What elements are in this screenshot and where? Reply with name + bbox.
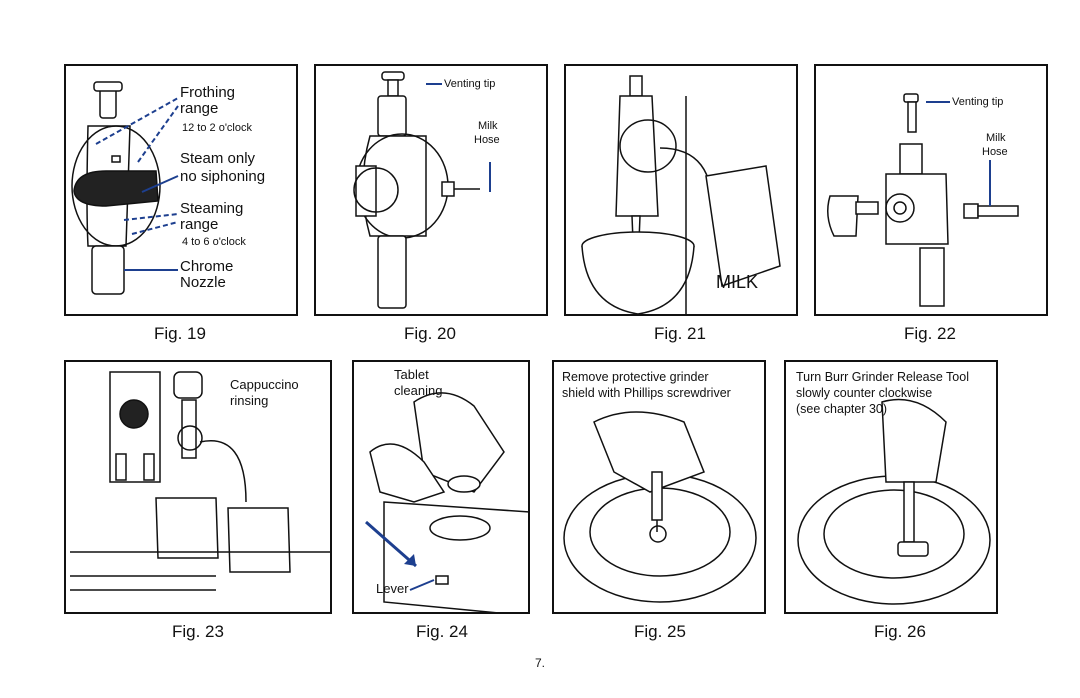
lever-label: Lever (376, 581, 409, 596)
instruction-line-3: (see chapter 30) (796, 402, 888, 416)
figure-20-caption: Fig. 20 (404, 324, 456, 343)
cleaning-label: cleaning (394, 383, 443, 398)
figure-19-panel: Frothing range 12 to 2 o'clock Steam onl… (64, 64, 298, 316)
figure-26-panel: Turn Burr Grinder Release Tool slowly co… (784, 360, 998, 614)
hose-label: Hose (474, 134, 500, 146)
figure-23-panel: Cappuccino rinsing (64, 360, 332, 614)
figure-25-panel: Remove protective grinder shield with Ph… (552, 360, 766, 614)
figure-21-panel: MILK (564, 64, 798, 316)
cappuccino-label: Cappuccino (230, 377, 299, 392)
rinsing-label: rinsing (230, 393, 269, 408)
instruction-line-1: Remove protective grinder (562, 370, 709, 384)
figure-22-panel: Venting tip Milk Hose (814, 64, 1048, 316)
figure-20-panel: Venting tip Milk Hose (314, 64, 548, 316)
nozzle-label: Nozzle (180, 274, 226, 291)
hose-label: Hose (982, 146, 1008, 158)
figure-21-caption: Fig. 21 (654, 324, 706, 343)
steaming-clock-label: 4 to 6 o'clock (182, 236, 246, 248)
frothing-into-cup-illustration (581, 75, 781, 314)
burr-grinder-release-tool-illustration (797, 398, 991, 605)
steam-only-label: Steam only (180, 150, 256, 167)
frothing-clock-label: 12 to 2 o'clock (182, 122, 252, 134)
milk-carton-label: MILK (716, 272, 759, 292)
figure-25-caption: Fig. 25 (634, 622, 686, 641)
milk-label: Milk (478, 120, 498, 132)
cappuccino-rinsing-illustration (70, 371, 330, 591)
tablet-cleaning-illustration (365, 392, 528, 612)
figure-19-caption: Fig. 19 (154, 324, 206, 343)
figure-26-caption: Fig. 26 (874, 622, 926, 641)
remove-grinder-shield-illustration (563, 411, 757, 603)
steaming-range-label: range (180, 216, 219, 233)
chrome-label: Chrome (180, 258, 234, 275)
page-number: 7. (534, 656, 545, 670)
figure-23-caption: Fig. 23 (172, 622, 224, 641)
steaming-label: Steaming (180, 200, 244, 217)
venting-tip-label: Venting tip (952, 96, 1004, 108)
figure-24-panel: Tablet cleaning Lever (352, 360, 530, 614)
figure-24-caption: Fig. 24 (416, 622, 468, 641)
tablet-label: Tablet (394, 367, 429, 382)
milk-label: Milk (986, 132, 1006, 144)
venting-tip-label: Venting tip (444, 78, 496, 90)
no-siphoning-label: no siphoning (180, 168, 266, 185)
frothing-range-label: range (180, 100, 219, 117)
disassembled-valve-illustration (827, 93, 1019, 307)
instruction-line-2: slowly counter clockwise (796, 386, 933, 400)
instruction-line-2: shield with Phillips screwdriver (562, 386, 731, 400)
instruction-line-1: Turn Burr Grinder Release Tool (796, 370, 969, 384)
valve-with-hose-illustration (353, 71, 491, 309)
frothing-valve-illustration (71, 81, 179, 295)
figure-22-caption: Fig. 22 (904, 324, 956, 343)
frothing-label: Frothing (180, 84, 236, 101)
